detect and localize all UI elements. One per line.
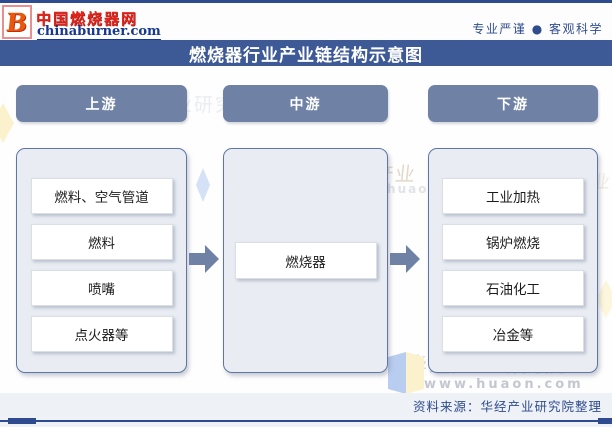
watermark-diamond-left bbox=[0, 103, 14, 143]
downstream-container: 工业加热 锅炉燃烧 石油化工 冶金等 bbox=[428, 148, 598, 373]
chain-item: 燃料、空气管道 bbox=[30, 178, 173, 214]
chain-item: 燃烧器 bbox=[234, 242, 377, 279]
column-header-upstream: 上游 bbox=[16, 85, 187, 122]
watermark-diamond-right bbox=[596, 280, 612, 318]
chain-item: 冶金等 bbox=[442, 316, 584, 352]
column-header-midstream: 中游 bbox=[223, 85, 388, 122]
midstream-container: 燃烧器 bbox=[223, 148, 388, 373]
right-arrow-icon bbox=[189, 245, 219, 273]
right-arrow-icon bbox=[390, 245, 420, 273]
column-header-downstream: 下游 bbox=[428, 85, 598, 122]
upstream-container: 燃料、空气管道 燃料 喷嘴 点火器等 bbox=[16, 148, 187, 373]
top-divider bbox=[0, 0, 612, 3]
site-header: B 中国燃烧器网 chinaburner.com 专业严谨 ● 客观科学 bbox=[0, 3, 612, 41]
chain-item: 石油化工 bbox=[442, 270, 584, 306]
watermark-diamond-mid bbox=[196, 168, 210, 202]
bottom-divider bbox=[0, 420, 612, 422]
watermark-url: www.huaon.com bbox=[424, 377, 584, 392]
source-note: 资料来源：华经产业研究院整理 bbox=[412, 399, 602, 414]
chain-item: 锅炉燃烧 bbox=[442, 224, 584, 260]
chain-item: 点火器等 bbox=[30, 316, 173, 352]
chain-item: 燃料 bbox=[30, 224, 173, 260]
top-divider-cap bbox=[601, 0, 612, 5]
flame-b-icon: B bbox=[4, 7, 30, 37]
site-url-link[interactable]: chinaburner.com bbox=[37, 24, 161, 41]
watermark-logo-yellow-panel bbox=[406, 352, 424, 394]
site-name: 中国燃烧器网 bbox=[36, 10, 139, 28]
chain-item: 工业加热 bbox=[442, 178, 584, 214]
page-title: 燃烧器行业产业链结构示意图 bbox=[189, 45, 423, 66]
site-logo[interactable]: B bbox=[2, 5, 32, 39]
bottom-divider-cap-left bbox=[8, 418, 36, 424]
title-bar: 燃烧器行业产业链结构示意图 bbox=[0, 40, 612, 66]
watermark-logo-blue-panel bbox=[388, 352, 406, 394]
site-tagline: 专业严谨 ● 客观科学 bbox=[472, 22, 603, 36]
chain-item: 喷嘴 bbox=[30, 270, 173, 306]
bottom-divider-cap-right bbox=[598, 418, 612, 424]
